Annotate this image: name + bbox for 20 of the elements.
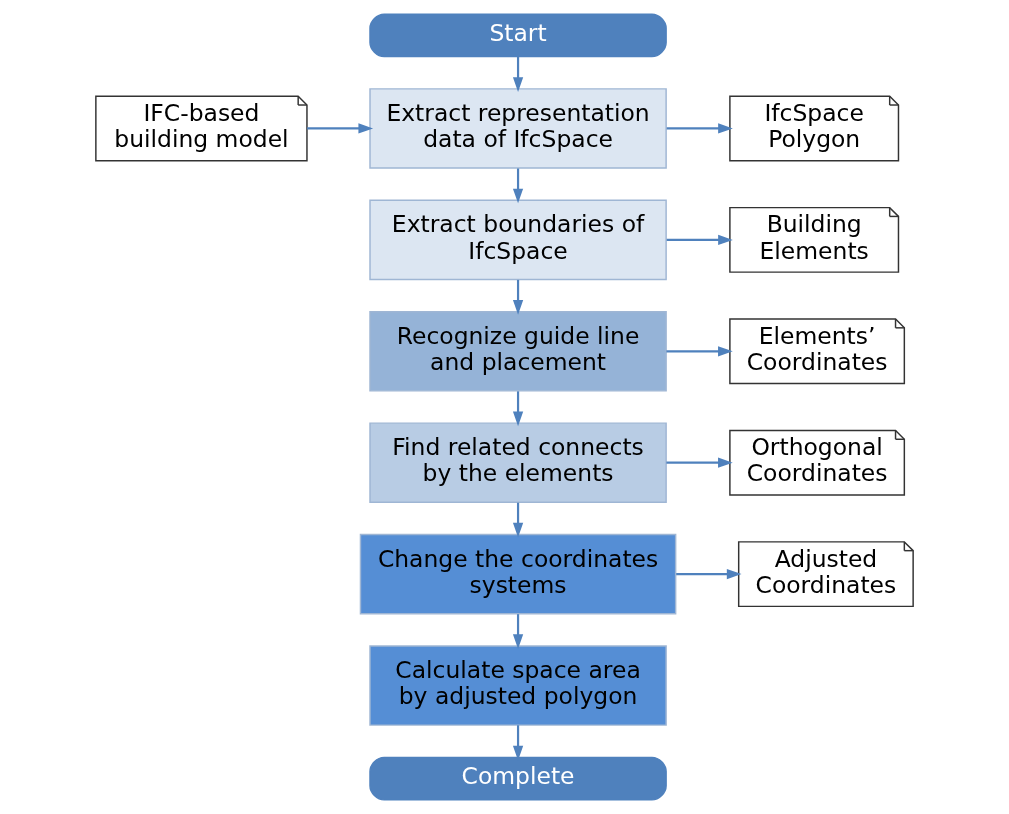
arrow	[676, 568, 742, 580]
node-box: Find related connects by the elements	[369, 422, 667, 504]
node-box: Extract representation data of IfcSpace	[369, 88, 667, 169]
arrow	[512, 391, 524, 427]
arrow	[666, 457, 733, 468]
node-box: Extract boundaries of IfcSpace	[369, 199, 667, 281]
arrow	[512, 502, 524, 538]
arrow	[307, 123, 374, 134]
node-box: Start	[369, 13, 667, 58]
arrow	[666, 346, 733, 357]
node-box: Recognize guide line and placement	[369, 310, 667, 392]
node-box: Complete	[369, 756, 667, 801]
arrow	[512, 56, 524, 92]
arrow	[512, 614, 524, 649]
node-box: Calculate space area by adjusted polygon	[369, 645, 667, 726]
node-box: Change the coordinates systems	[359, 533, 677, 615]
arrow	[666, 234, 733, 245]
arrow	[666, 123, 733, 134]
arrow	[512, 168, 524, 204]
arrow	[512, 279, 524, 315]
